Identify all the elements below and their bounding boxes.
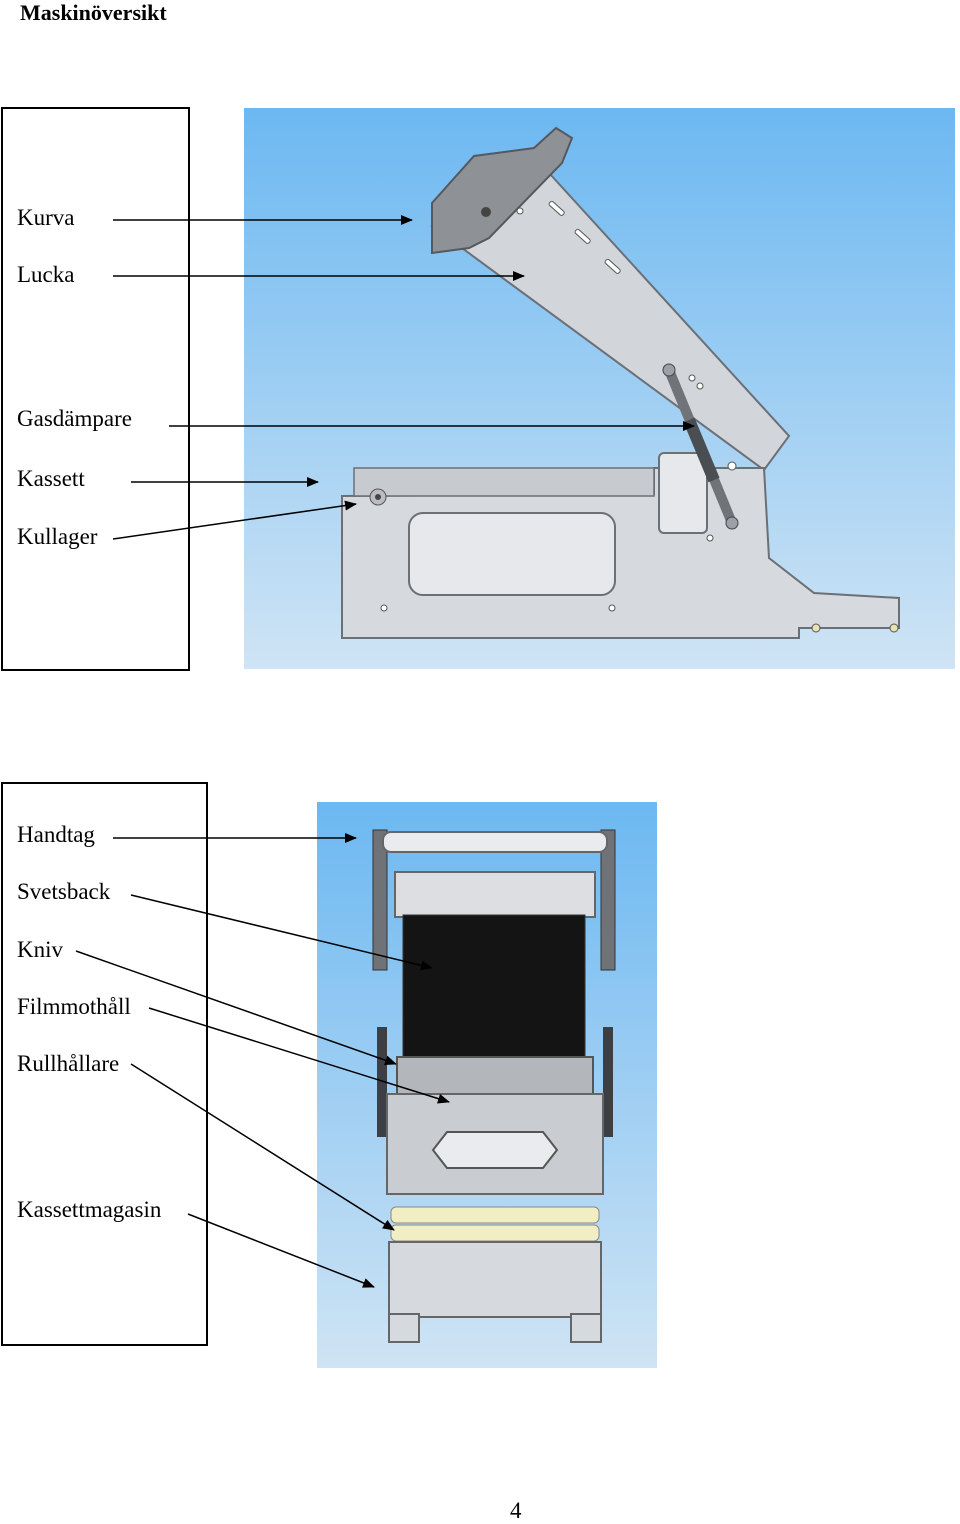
label-handtag: Handtag bbox=[17, 822, 95, 847]
label-svetsback: Svetsback bbox=[17, 879, 111, 904]
front-view-figure bbox=[317, 802, 657, 1368]
page-number: 4 bbox=[510, 1498, 522, 1523]
label-rullhallare: Rullhållare bbox=[17, 1051, 120, 1076]
label-gasdampare: Gasdämpare bbox=[17, 406, 132, 431]
page-title: Maskinöversikt bbox=[20, 0, 167, 25]
label-kullager: Kullager bbox=[17, 524, 98, 549]
label-kassett: Kassett bbox=[17, 466, 85, 491]
label-kassettmagasin: Kassettmagasin bbox=[17, 1197, 162, 1222]
label-filmmothall: Filmmothåll bbox=[17, 994, 131, 1019]
label-kniv: Kniv bbox=[17, 937, 63, 962]
side-view-label-box bbox=[1, 107, 190, 671]
side-view-figure bbox=[244, 108, 955, 669]
label-kurva: Kurva bbox=[17, 205, 75, 230]
label-lucka: Lucka bbox=[17, 262, 75, 287]
